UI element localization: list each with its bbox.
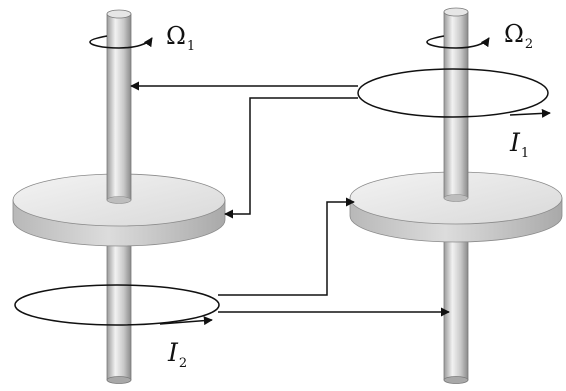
label-omega1: Ω1 bbox=[166, 22, 196, 54]
rotation-arrow-omega2 bbox=[426, 35, 490, 49]
right-shaft-lower bbox=[443, 225, 469, 384]
wire-loop2-to-right-disk bbox=[218, 197, 355, 296]
current-loop-i2 bbox=[14, 284, 220, 326]
label-omega2: Ω2 bbox=[504, 20, 534, 52]
wire-loop1-to-left-disk bbox=[224, 97, 358, 219]
label-current-i2: I2 bbox=[168, 338, 188, 371]
left-shaft-upper bbox=[106, 9, 132, 204]
right-shaft-upper bbox=[443, 7, 469, 202]
current-loop-i1 bbox=[357, 68, 551, 118]
rotation-arrow-omega1 bbox=[89, 35, 153, 49]
label-current-i1: I1 bbox=[510, 128, 530, 161]
left-shaft-lower bbox=[106, 231, 132, 384]
